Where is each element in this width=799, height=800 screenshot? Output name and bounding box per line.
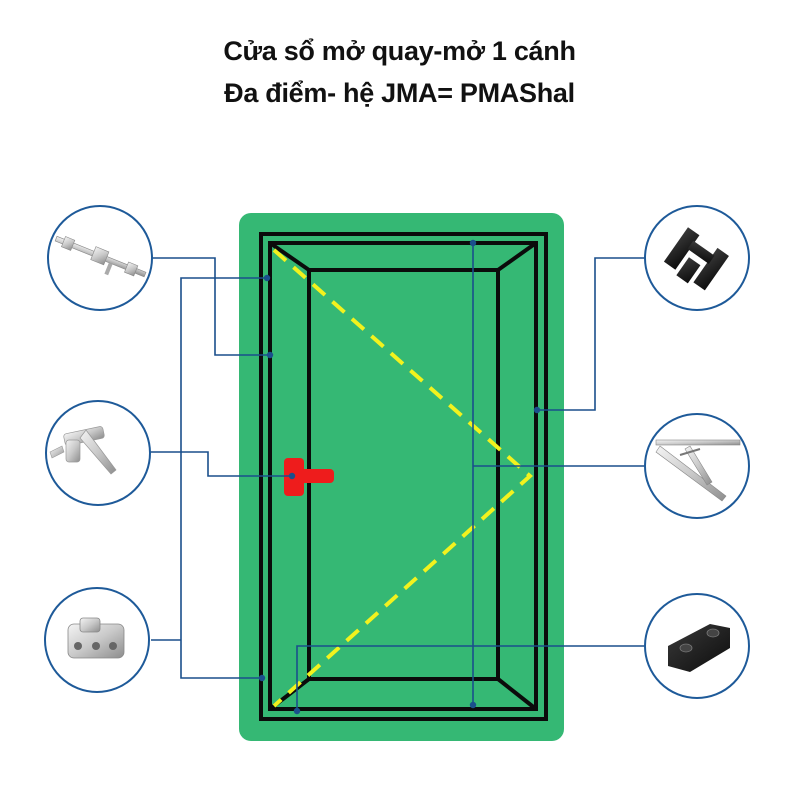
espagnolette-bar-icon (47, 205, 153, 311)
callout-lines (150, 243, 649, 711)
opening-direction-indicator (272, 248, 534, 708)
hinge-block-icon (644, 205, 750, 311)
window-handle-icon (45, 400, 151, 506)
friction-stay-icon (644, 413, 750, 519)
page-title-line1: Cửa sổ mở quay-mở 1 cánh (223, 36, 576, 66)
page-title-line2: Đa điểm- hệ JMA= PMAShal (224, 78, 575, 108)
callout-dots (258, 239, 541, 715)
window-background (239, 213, 564, 741)
sash-support-block-icon (644, 593, 750, 699)
keeper-plate-icon (44, 587, 150, 693)
